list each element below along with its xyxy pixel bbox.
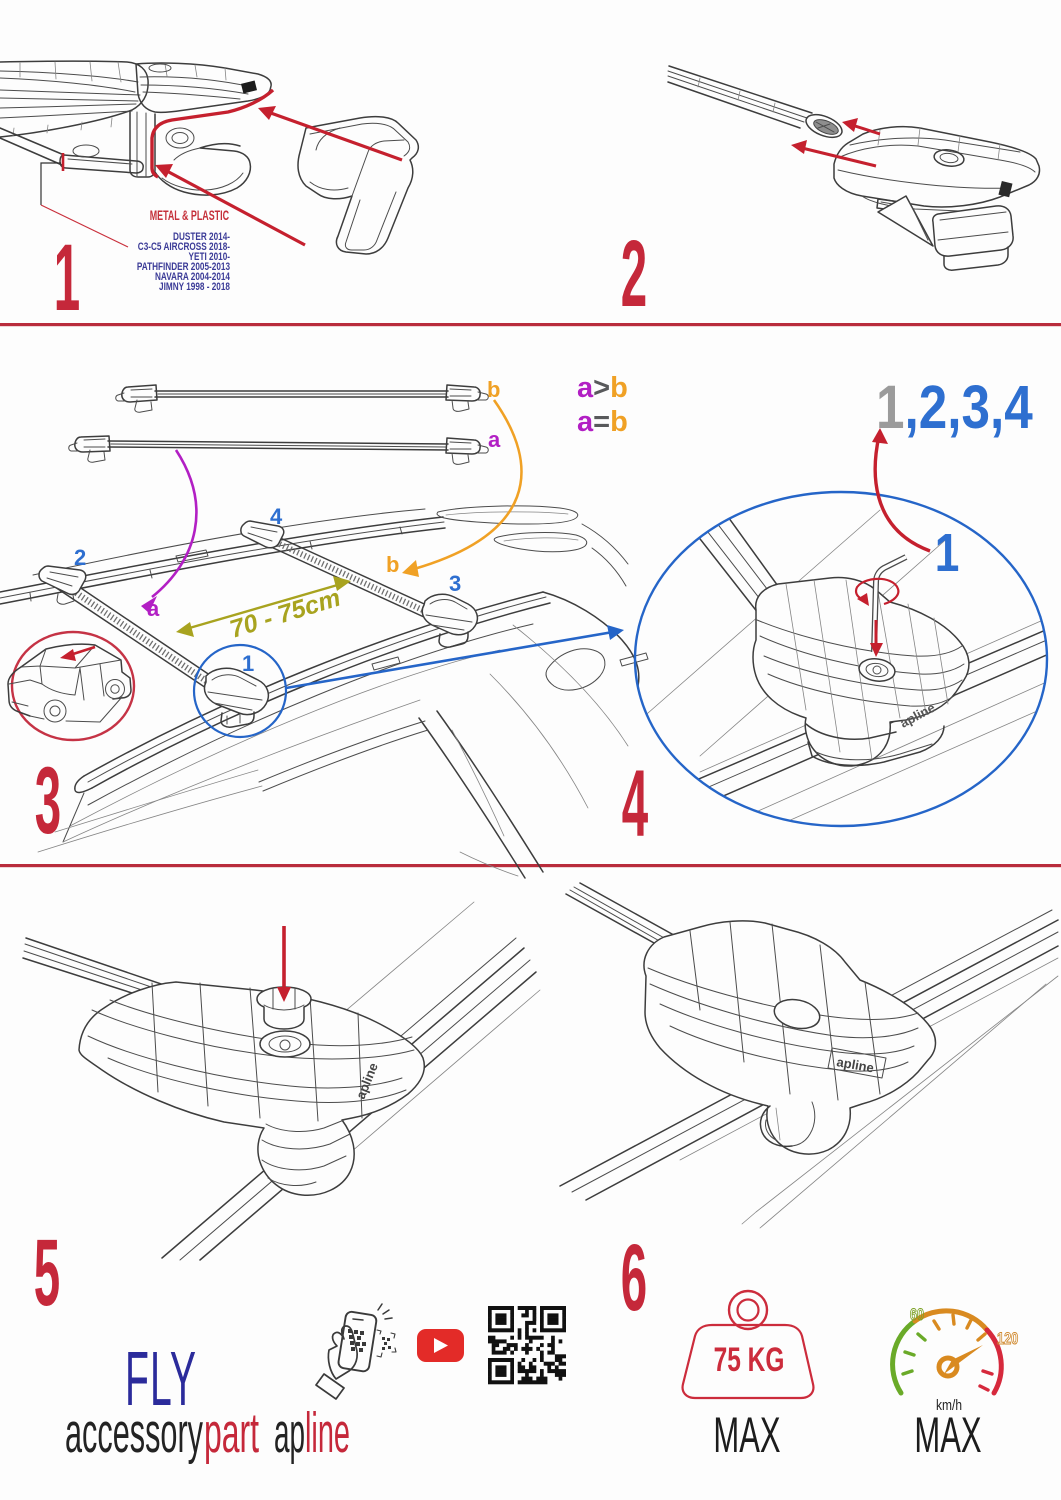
svg-text:line: line	[305, 1401, 350, 1465]
svg-text:4: 4	[270, 504, 283, 529]
svg-text:YETI 2010-: YETI 2010-	[189, 251, 230, 264]
svg-text:JIMNY 1998 - 2018: JIMNY 1998 - 2018	[159, 281, 230, 294]
svg-text:METAL & PLASTIC: METAL & PLASTIC	[150, 209, 229, 223]
svg-text:DUSTER 2014-: DUSTER 2014-	[173, 231, 230, 244]
svg-text:accessory: accessory	[65, 1401, 203, 1465]
svg-text:1,2,3,4: 1,2,3,4	[876, 373, 1033, 441]
svg-text:a=b: a=b	[577, 406, 628, 438]
svg-text:MAX: MAX	[914, 1406, 981, 1462]
svg-text:4: 4	[622, 750, 649, 856]
svg-text:a: a	[488, 427, 501, 452]
svg-text:part: part	[204, 1401, 259, 1465]
svg-text:6: 6	[621, 1224, 647, 1330]
svg-text:a: a	[147, 596, 160, 621]
svg-text:km/h: km/h	[936, 1397, 962, 1414]
svg-text:apline: apline	[835, 1054, 875, 1075]
svg-text:2: 2	[74, 545, 86, 570]
svg-text:60: 60	[910, 1305, 924, 1324]
svg-text:FLY: FLY	[125, 1336, 197, 1422]
svg-text:C3-C5 AIRCROSS 2018-: C3-C5 AIRCROSS 2018-	[138, 241, 230, 254]
svg-text:2: 2	[621, 220, 647, 326]
svg-text:a>b: a>b	[577, 372, 628, 404]
svg-text:PATHFINDER 2005-2013: PATHFINDER 2005-2013	[137, 261, 231, 274]
svg-text:MAX: MAX	[713, 1406, 780, 1462]
svg-text:1: 1	[54, 224, 80, 330]
svg-text:b: b	[386, 552, 399, 577]
svg-text:1: 1	[935, 523, 960, 583]
svg-text:1: 1	[242, 651, 254, 676]
svg-text:NAVARA 2004-2014: NAVARA 2004-2014	[155, 271, 230, 284]
svg-text:b: b	[487, 377, 500, 402]
svg-text:3: 3	[449, 571, 461, 596]
svg-text:5: 5	[34, 1219, 60, 1325]
svg-text:3: 3	[35, 747, 61, 853]
svg-text:ap: ap	[274, 1401, 305, 1465]
svg-text:75 KG: 75 KG	[714, 1341, 785, 1379]
svg-text:120: 120	[997, 1329, 1018, 1348]
